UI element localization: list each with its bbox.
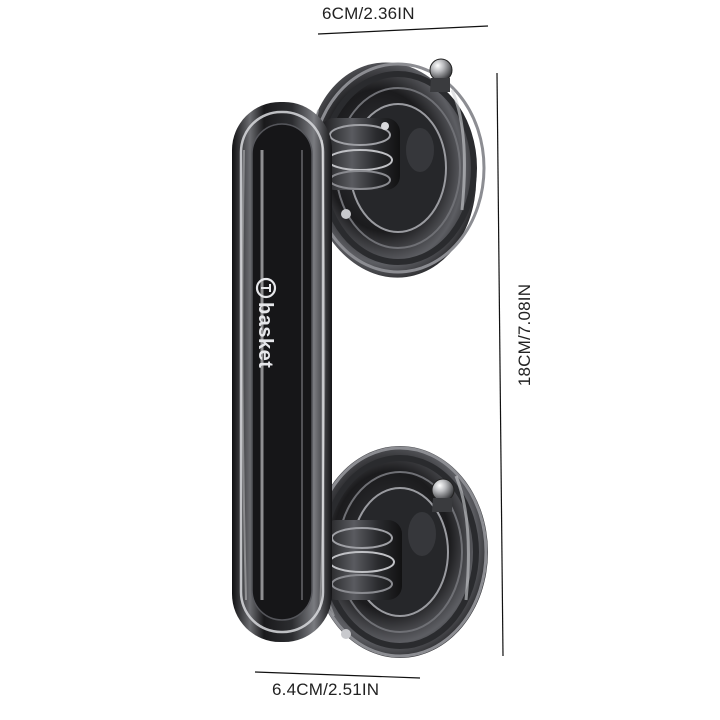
bottom-width-label: 6.4CM/2.51IN bbox=[272, 680, 380, 699]
top-connector-post bbox=[320, 118, 400, 219]
top-dimension-line bbox=[317, 25, 489, 35]
brand-logo-icon bbox=[255, 277, 277, 299]
grab-bar bbox=[232, 102, 332, 642]
svg-text:basket: basket bbox=[254, 302, 276, 368]
top-width-label: 6CM/2.36IN bbox=[322, 4, 415, 23]
top-release-knob bbox=[429, 58, 453, 82]
brand-logo: basket bbox=[254, 277, 277, 368]
height-label: 18CM/7.08IN bbox=[515, 283, 534, 387]
right-dimension-line bbox=[496, 72, 504, 657]
bottom-connector-post bbox=[322, 520, 402, 639]
bottom-release-knob bbox=[431, 478, 455, 502]
bottom-dimension-line bbox=[254, 671, 421, 679]
